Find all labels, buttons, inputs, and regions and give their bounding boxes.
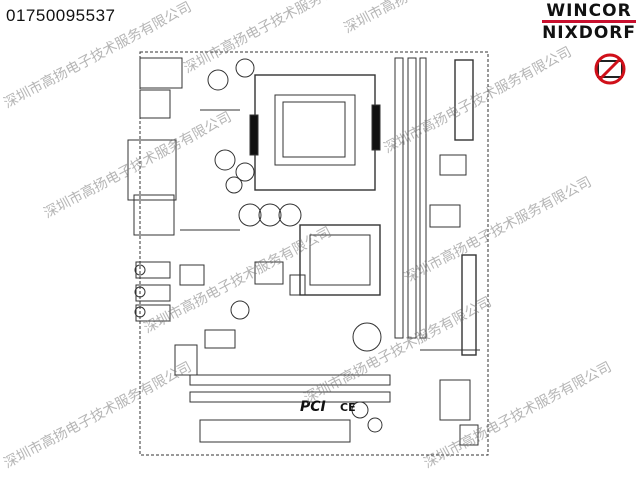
- brand-line2: NIXDORF: [542, 20, 636, 42]
- no-entry-sign-icon: [594, 53, 626, 85]
- brand-logo: WINCOR NIXDORF: [542, 2, 636, 42]
- pci-logo: PCI: [300, 399, 326, 415]
- brand-line1: WINCOR: [546, 1, 632, 21]
- part-number: 01750095537: [6, 6, 116, 25]
- ce-mark: CE: [340, 401, 356, 414]
